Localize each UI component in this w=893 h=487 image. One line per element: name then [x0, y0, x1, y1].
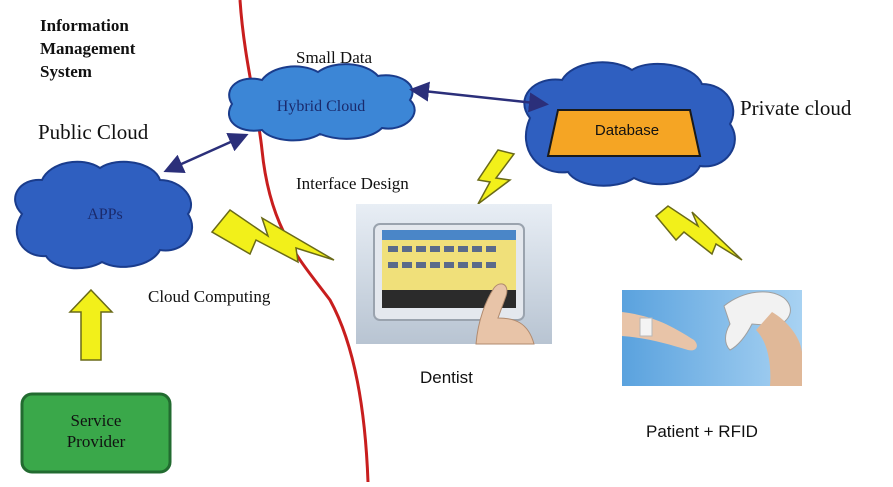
private-cloud-shape	[523, 61, 736, 187]
lightning-rfid	[654, 205, 743, 261]
database-label: Database	[594, 122, 660, 139]
arrow-hybrid-to-private	[409, 81, 549, 113]
ims-title: Information Management System	[40, 14, 135, 83]
lightning-cloud-computing	[210, 208, 335, 264]
hybrid-cloud-label: Hybrid Cloud	[276, 98, 366, 115]
tablet-photo	[356, 204, 552, 345]
ims-title-line-3: System	[40, 62, 92, 81]
rfid-photo	[622, 290, 802, 386]
ims-title-line-2: Management	[40, 39, 136, 58]
interface-design-label: Interface Design	[296, 174, 409, 193]
public-cloud-label: Public Cloud	[38, 120, 149, 144]
dentist-label: Dentist	[420, 368, 473, 387]
ims-title-line-1: Information	[40, 16, 129, 35]
apps-label: APPs	[87, 206, 123, 223]
cloud-computing-label: Cloud Computing	[148, 287, 271, 306]
private-cloud-label: Private cloud	[740, 96, 852, 120]
service-provider-line-2: Provider	[66, 432, 126, 451]
database-shape	[546, 109, 702, 157]
service-provider-line-1: Service	[70, 411, 122, 430]
lightning-interface	[476, 149, 516, 205]
up-arrow-icon	[68, 288, 114, 361]
service-provider-box	[20, 392, 172, 474]
service-provider-label: Service Provider	[22, 410, 170, 452]
apps-cloud-shape	[14, 160, 194, 270]
patient-rfid-label: Patient + RFID	[646, 422, 758, 441]
small-data-label: Small Data	[296, 48, 373, 67]
arrow-apps-to-hybrid	[163, 132, 249, 174]
